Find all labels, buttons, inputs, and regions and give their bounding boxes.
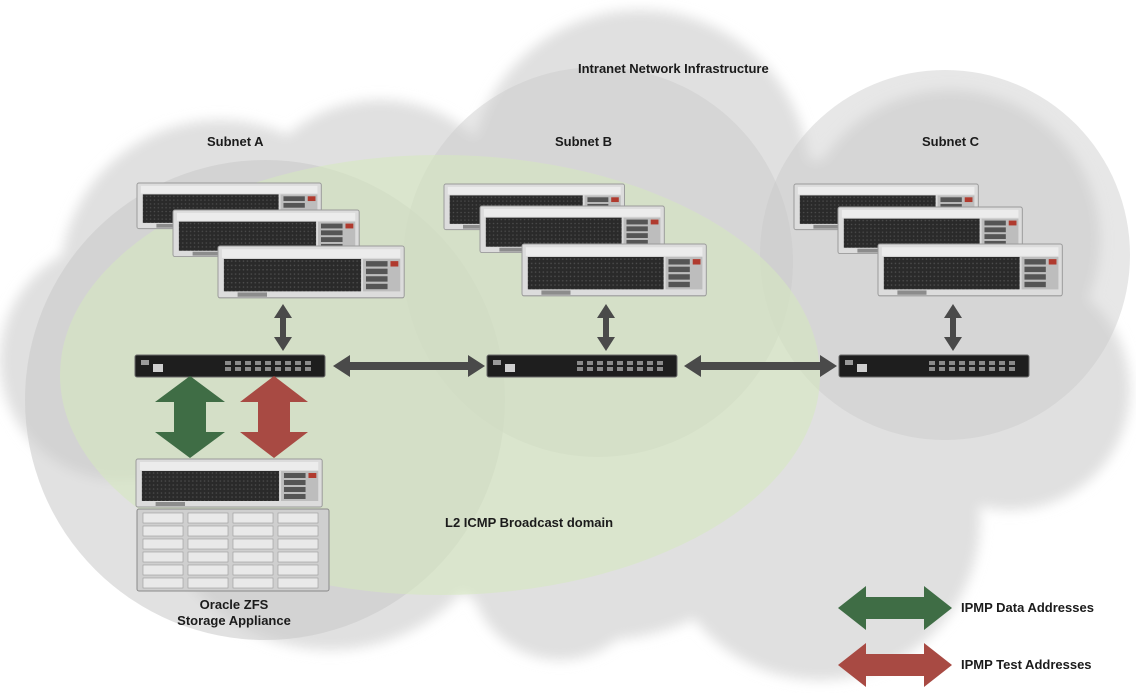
- legend-data-arrow: [838, 586, 952, 630]
- switch-link-arrow-ab: [333, 355, 485, 377]
- ipmp-test-arrow: [240, 376, 308, 458]
- storage-head: [135, 458, 323, 508]
- legend-test-label: IPMP Test Addresses: [961, 657, 1092, 672]
- switch-subnet-c: [838, 354, 1030, 378]
- server-switch-arrow-b: [597, 304, 615, 351]
- server-switch-arrow-a: [274, 304, 292, 351]
- server-switch-arrow-c: [944, 304, 962, 351]
- subnet-b-label: Subnet B: [555, 134, 613, 149]
- broadcast-domain-label: L2 ICMP Broadcast domain: [445, 515, 614, 530]
- ipmp-data-arrow: [155, 376, 225, 458]
- server: [217, 245, 405, 299]
- server: [877, 243, 1063, 297]
- subnet-a-label: Subnet A: [207, 134, 264, 149]
- legend-data-label: IPMP Data Addresses: [961, 600, 1094, 615]
- switch-subnet-b: [486, 354, 678, 378]
- storage-label-line2: Storage Appliance: [177, 613, 291, 628]
- storage-label-line1: Oracle ZFS: [199, 597, 269, 612]
- legend-test-arrow: [838, 643, 952, 687]
- subnet-c-label: Subnet C: [922, 134, 980, 149]
- cloud-label: Intranet Network Infrastructure: [578, 61, 769, 76]
- zfs-storage-appliance: [135, 458, 330, 592]
- switch-subnet-a: [134, 354, 326, 378]
- switch-link-arrow-bc: [684, 355, 837, 377]
- server: [521, 243, 707, 297]
